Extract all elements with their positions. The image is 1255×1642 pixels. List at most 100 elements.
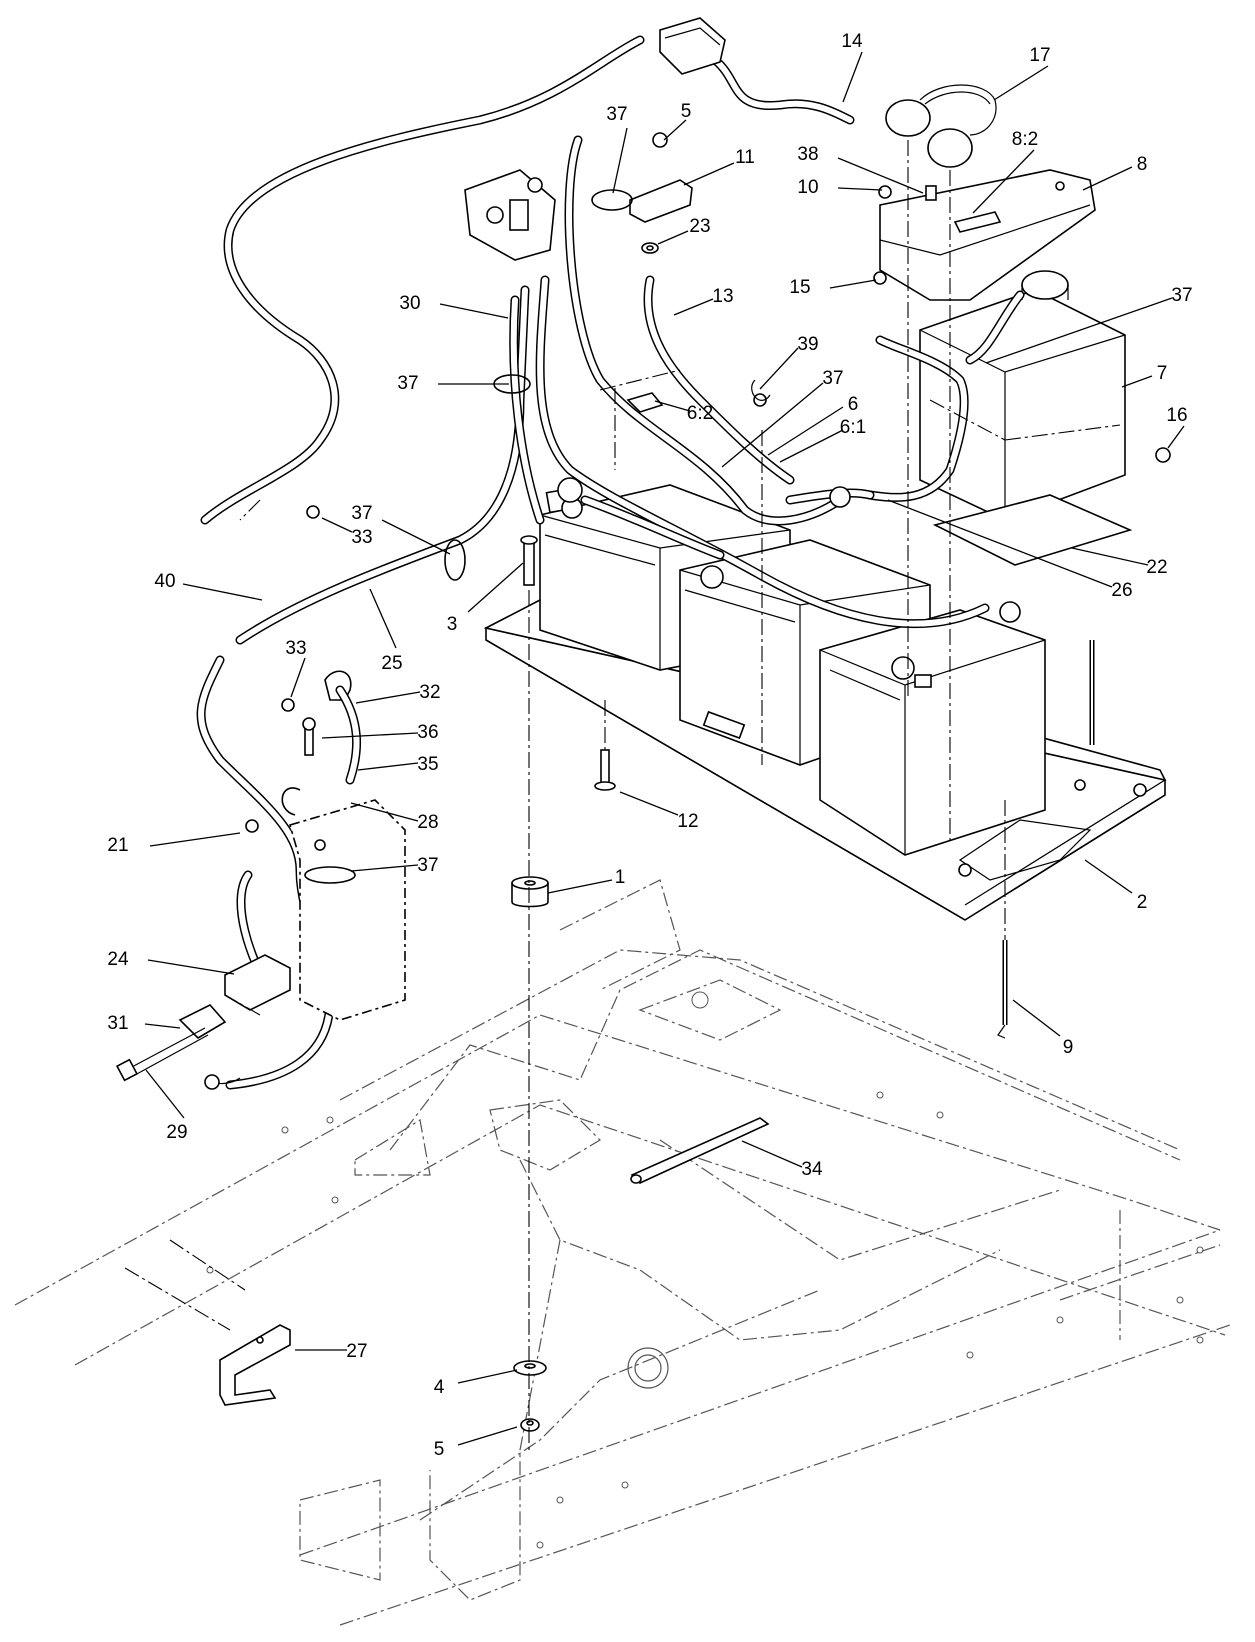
callout-label-29: 29 — [166, 1122, 187, 1143]
callout-6: 6 — [767, 394, 859, 456]
callout-label-7: 7 — [1157, 363, 1168, 384]
callout-label-16: 16 — [1166, 405, 1187, 426]
callout-8-2: 8:2 — [972, 129, 1038, 214]
callout-label-30: 30 — [399, 293, 420, 314]
callout-label-10: 10 — [797, 177, 818, 198]
bolt-12 — [594, 749, 616, 791]
callout-1: 1 — [547, 867, 626, 894]
battery-right — [819, 601, 1046, 856]
mount-bracket-27 — [219, 1324, 291, 1406]
hold-down-rod-9 — [997, 940, 1008, 1039]
callout-7: 7 — [1121, 363, 1168, 388]
callout-30: 30 — [399, 293, 509, 319]
battery-rear-7 — [919, 270, 1126, 521]
callout-40: 40 — [154, 571, 263, 601]
callout-6-2: 6:2 — [654, 400, 713, 424]
callout-33-lower: 33 — [285, 638, 307, 698]
callout-label-13: 13 — [712, 286, 733, 307]
callout-label-37-f: 37 — [822, 368, 843, 389]
callout-37-e: 37 — [985, 285, 1193, 364]
callout-3: 3 — [447, 562, 524, 635]
callout-21: 21 — [107, 832, 241, 856]
lower-left-bracket-parts — [115, 954, 291, 1090]
callout-label-28: 28 — [417, 812, 438, 833]
callout-label-9: 9 — [1063, 1037, 1074, 1058]
callout-label-26: 26 — [1111, 580, 1132, 601]
callout-37-f: 37 — [721, 368, 844, 468]
callout-label-24: 24 — [107, 949, 129, 970]
callout-16: 16 — [1166, 405, 1188, 449]
callout-label-37-e: 37 — [1171, 285, 1192, 306]
callout-label-37-b: 37 — [397, 373, 418, 394]
callout-label-17: 17 — [1029, 45, 1050, 66]
bolt-3 — [520, 535, 538, 586]
terminal-boots-17 — [885, 84, 997, 168]
callout-17: 17 — [993, 45, 1051, 101]
callout-4: 4 — [434, 1369, 518, 1398]
callout-9: 9 — [1012, 999, 1074, 1058]
cross-bar-34 — [630, 1117, 770, 1184]
callout-37-d: 37 — [350, 855, 439, 876]
callout-10: 10 — [797, 177, 883, 198]
callout-label-5-top: 5 — [681, 101, 692, 122]
warning-decals — [626, 392, 664, 413]
callout-12: 12 — [619, 791, 699, 832]
callout-label-31: 31 — [107, 1013, 128, 1034]
grommet-1 — [511, 876, 549, 908]
callout-label-35: 35 — [417, 754, 438, 775]
callout-8: 8 — [1082, 154, 1148, 191]
callout-35: 35 — [357, 754, 439, 775]
callout-label-25: 25 — [381, 653, 402, 674]
washer-4 — [513, 1360, 547, 1376]
callout-13: 13 — [673, 286, 734, 316]
callout-2: 2 — [1084, 859, 1148, 913]
callout-label-14: 14 — [841, 31, 863, 52]
callout-37-b: 37 — [397, 373, 509, 394]
small-hardware — [245, 132, 1171, 833]
hold-down-bracket-8 — [879, 169, 1096, 301]
callout-label-32: 32 — [419, 682, 440, 703]
mount-block — [289, 799, 406, 1021]
callout-label-21: 21 — [107, 835, 128, 856]
callout-29: 29 — [145, 1069, 188, 1143]
callout-label-37-c: 37 — [351, 503, 372, 524]
callout-38: 38 — [797, 144, 924, 194]
callout-label-37-a: 37 — [606, 104, 627, 125]
callout-label-8-2: 8:2 — [1012, 129, 1038, 150]
callout-label-39: 39 — [797, 334, 818, 355]
battery-pad-22 — [932, 494, 1133, 566]
callout-33-upper: 33 — [321, 517, 373, 548]
callout-37-a: 37 — [606, 104, 628, 194]
callout-27: 27 — [295, 1341, 368, 1362]
callout-label-36: 36 — [417, 722, 438, 743]
callout-label-6-2: 6:2 — [687, 403, 713, 424]
callout-28: 28 — [350, 802, 439, 833]
callout-14: 14 — [841, 31, 863, 103]
callout-22: 22 — [1071, 547, 1168, 578]
callout-label-1: 1 — [615, 867, 626, 888]
callout-label-5-bottom: 5 — [434, 1439, 445, 1460]
callout-34: 34 — [741, 1140, 823, 1180]
callout-label-15: 15 — [789, 277, 810, 298]
callout-24: 24 — [107, 949, 235, 975]
callout-label-2: 2 — [1137, 892, 1148, 913]
callout-label-8: 8 — [1137, 154, 1148, 175]
callout-label-38: 38 — [797, 144, 818, 165]
callout-label-33-upper: 33 — [351, 527, 372, 548]
callout-25: 25 — [369, 588, 403, 674]
callout-5-top: 5 — [663, 101, 692, 141]
alignment-centerlines — [224, 140, 1121, 1450]
callout-31: 31 — [107, 1013, 181, 1034]
connector-block — [659, 17, 726, 75]
callout-label-27: 27 — [346, 1341, 367, 1362]
callout-39: 39 — [759, 334, 819, 390]
callout-11: 11 — [683, 147, 755, 186]
callout-26: 26 — [887, 499, 1133, 601]
callout-label-22: 22 — [1146, 557, 1167, 578]
callout-label-37-d: 37 — [417, 855, 438, 876]
callout-labels: 1 2 3 4 5 5 6 6:1 6:2 7 8 8:2 9 10 11 12… — [107, 31, 1192, 1460]
nut-5-lower — [520, 1418, 540, 1432]
callout-15: 15 — [789, 277, 877, 298]
callout-label-6: 6 — [848, 394, 859, 415]
